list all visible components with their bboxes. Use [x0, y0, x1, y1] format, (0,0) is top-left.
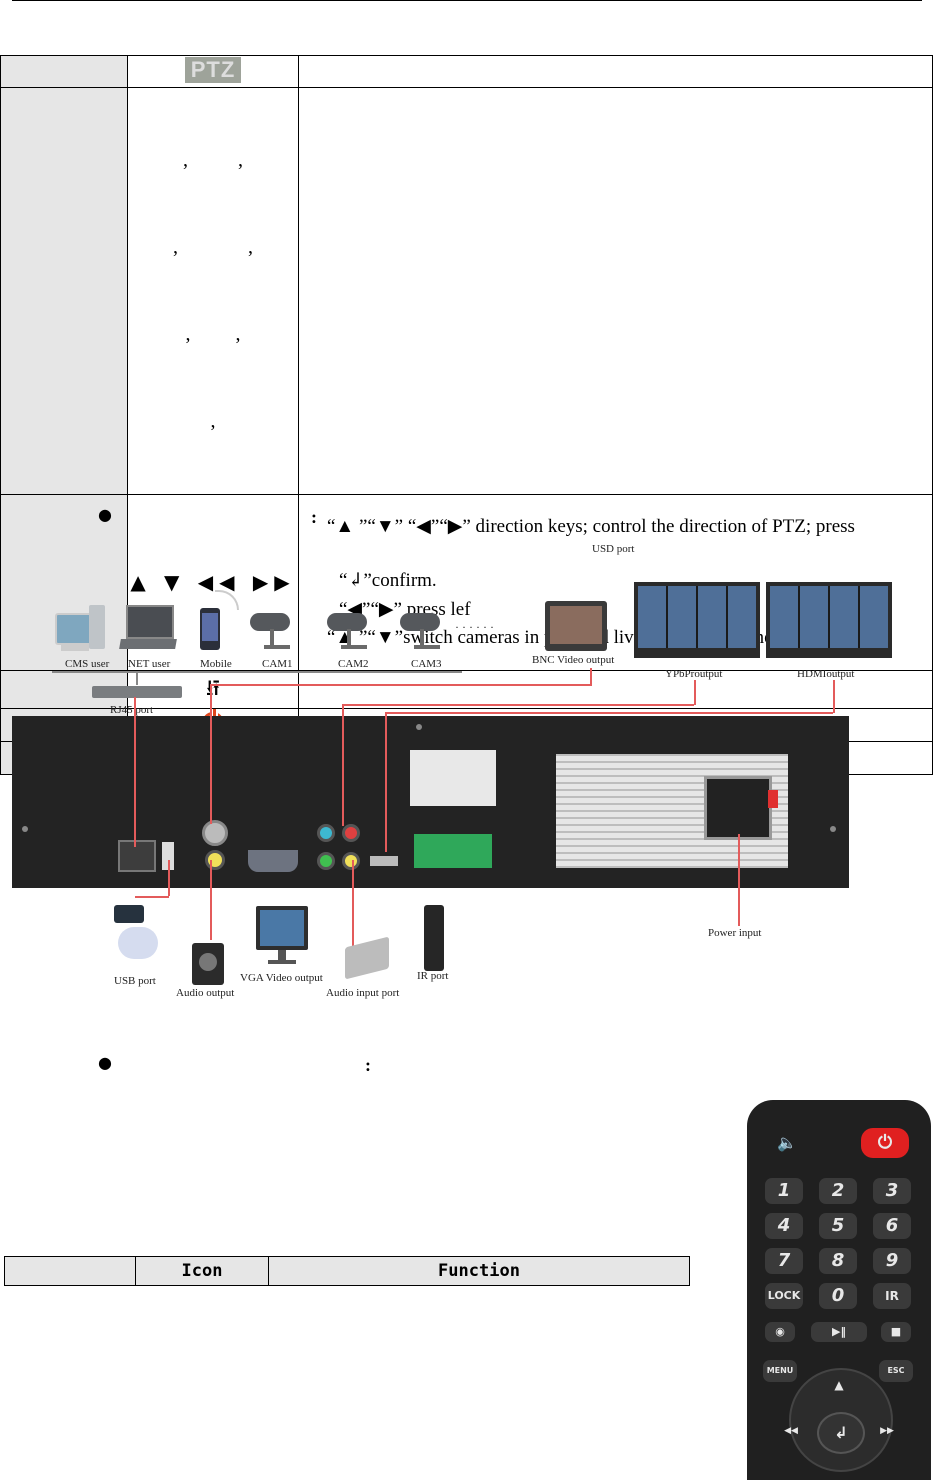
play-pause-icon: ▶‖ [811, 1322, 867, 1342]
hdmi-connector [370, 856, 398, 866]
camera-icon [327, 613, 373, 651]
usb-mouse-icon [114, 905, 158, 963]
caution-label [410, 750, 496, 806]
net-user-label: NET user [128, 658, 171, 670]
table-row: , , , , , , , [0, 87, 933, 495]
camera-icon [400, 613, 446, 651]
key-lock: LOCK [765, 1283, 803, 1309]
audio-output-label: Audio output [176, 987, 235, 999]
hdmi-monitor-icon [766, 582, 892, 658]
table-cell-name [0, 55, 128, 88]
cam3-label: CAM3 [411, 658, 442, 670]
section-colon: : [365, 1055, 371, 1075]
key-0: 0 [819, 1283, 857, 1309]
cms-user-label: CMS user [65, 658, 110, 670]
column-header [4, 1256, 136, 1286]
speaker-icon [192, 943, 224, 985]
remote-control: 🔈 ⏻ 1 2 3 4 5 6 7 8 9 LOCK 0 IR ◉ ▶‖ ■ M… [747, 1100, 931, 1480]
io-terminal-block [414, 834, 492, 868]
power-button-icon: ⏻ [861, 1128, 909, 1158]
ypbpr-monitor-icon [634, 582, 760, 658]
usd-port-label: USD port [592, 543, 635, 555]
vga-monitor-icon [256, 906, 308, 968]
esc-key: ESC [879, 1360, 913, 1382]
table-row: ⭿ [0, 670, 933, 709]
laptop-icon [119, 605, 177, 651]
bnc-video-output-label: BNC Video output [532, 654, 615, 666]
key-2: 2 [819, 1178, 857, 1204]
usb-port-label: USB port [114, 975, 156, 987]
camera-icon [250, 613, 296, 651]
power-inlet [704, 776, 772, 840]
up-arrow-icon: ▲ [834, 1378, 844, 1392]
key-1: 1 [765, 1178, 803, 1204]
right-arrow-icon: ▶▶ [880, 1426, 894, 1436]
key-6: 6 [873, 1213, 911, 1239]
ir-remote-icon [424, 905, 444, 971]
cam1-label: CAM1 [262, 658, 293, 670]
key-3: 3 [873, 1178, 911, 1204]
vga-video-output-label: VGA Video output [240, 972, 323, 984]
menu-key: MENU [763, 1360, 797, 1382]
key-9: 9 [873, 1248, 911, 1274]
table-cell-icon: , , , , , , , [127, 87, 299, 495]
cam2-label: CAM2 [338, 658, 369, 670]
ypbpr-output-label: YPbProutput [665, 668, 723, 680]
desktop-pc-icon [55, 605, 107, 653]
remote-key-table: Icon Function [4, 1256, 690, 1286]
rj45-port-label: RJ45 port [110, 704, 154, 716]
left-arrow-icon: ◀◀ [784, 1426, 798, 1436]
enter-icon: ↲ [817, 1412, 865, 1454]
mobile-phone-icon [200, 608, 220, 650]
key-8: 8 [819, 1248, 857, 1274]
direction-keys-icon: ▲ ▼ ◀◀ ▶▶ [130, 569, 296, 594]
section-colon: : [311, 507, 317, 527]
key-7: 7 [765, 1248, 803, 1274]
record-icon: ◉ [765, 1322, 795, 1342]
key-5: 5 [819, 1213, 857, 1239]
key-4: 4 [765, 1213, 803, 1239]
network-bus-line [52, 671, 462, 673]
usb-connector [162, 842, 174, 870]
ir-port-label: IR port [417, 970, 449, 982]
crt-monitor-icon [545, 601, 607, 651]
more-cameras-dots: · · · · · · [455, 620, 494, 634]
usb-icon: ⭿ [205, 677, 221, 702]
audio-in-connector [342, 852, 360, 870]
bullet-icon: ● [98, 505, 112, 524]
audio-input-port-label: Audio input port [326, 987, 400, 999]
mute-icon: 🔈 [777, 1133, 797, 1152]
bullet-icon: ● [98, 1053, 112, 1072]
bnc-connector [202, 820, 228, 846]
ptz-icon: PTZ [185, 56, 241, 83]
dvr-rear-panel [12, 716, 849, 888]
hdmi-output-label: HDMIoutput [797, 668, 855, 680]
column-header-icon: Icon [135, 1256, 269, 1286]
column-header-function: Function [268, 1256, 690, 1286]
mobile-label: Mobile [200, 658, 232, 670]
power-input-label: Power input [708, 927, 762, 939]
power-switch [768, 790, 778, 808]
header-rule [12, 0, 922, 1]
rj45-connector [118, 840, 156, 872]
table-cell-icon: PTZ [127, 55, 299, 88]
key-ir: IR [873, 1283, 911, 1309]
audio-out-connector [205, 850, 225, 870]
table-row: PTZ [0, 55, 933, 88]
table-header-row: Icon Function [4, 1256, 690, 1286]
vga-connector [248, 850, 298, 872]
switch-icon [92, 686, 182, 698]
stop-icon: ■ [881, 1322, 911, 1342]
table-cell-function [298, 55, 933, 88]
